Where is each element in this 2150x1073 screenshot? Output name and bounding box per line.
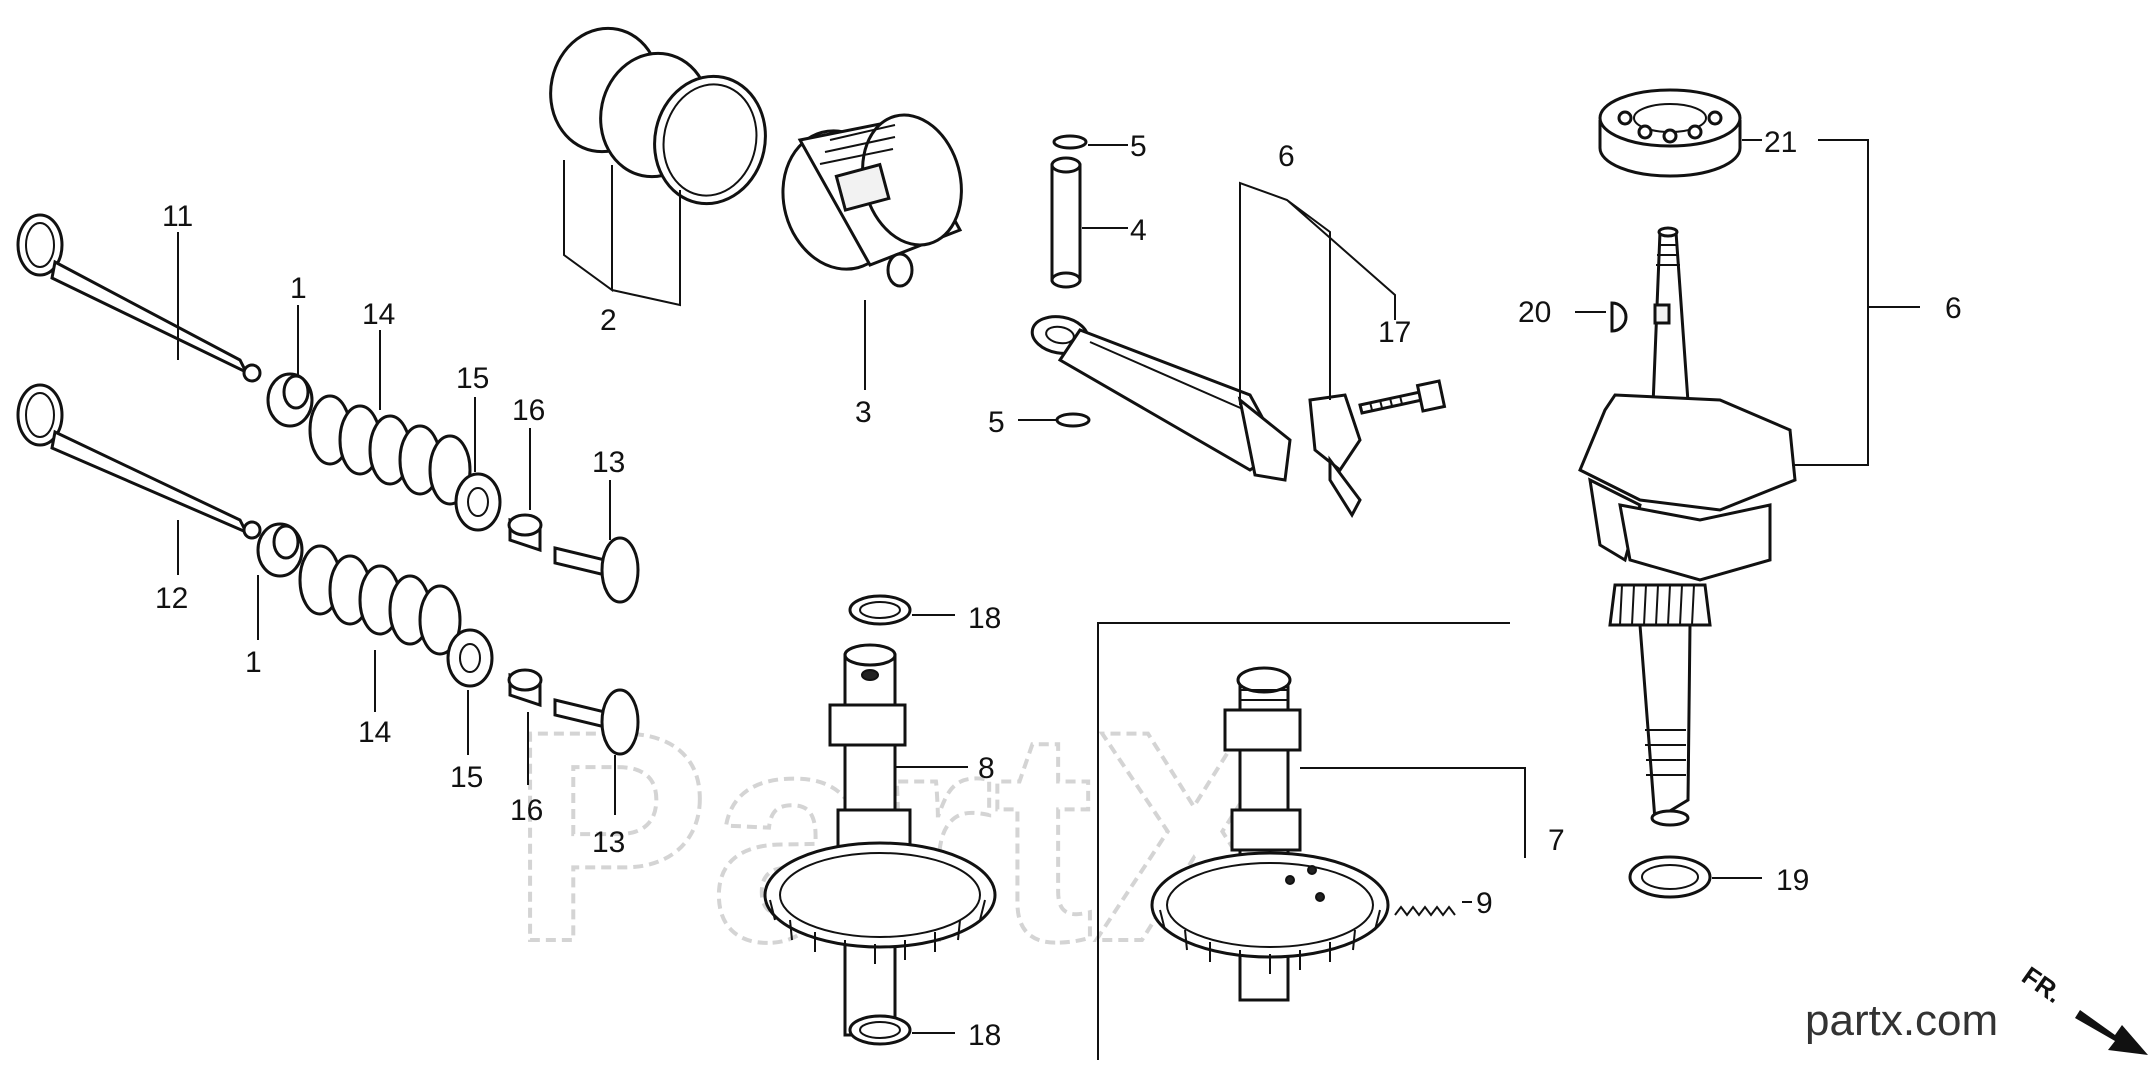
camshaft-assembly bbox=[1150, 666, 1390, 1002]
callout-16-lower: 16 bbox=[510, 794, 543, 827]
valve-collar-upper bbox=[507, 513, 543, 553]
callout-17: 17 bbox=[1378, 316, 1411, 349]
crankshaft bbox=[1578, 226, 1797, 827]
callout-15-upper: 15 bbox=[456, 362, 489, 395]
callout-7: 6 bbox=[1945, 292, 1962, 325]
callout-1-upper: 1 bbox=[290, 272, 307, 305]
leader-lines bbox=[177, 139, 1920, 1034]
front-direction-marker: FR. bbox=[2017, 960, 2148, 1055]
callout-3: 3 bbox=[855, 396, 872, 429]
callout-14-lower: 14 bbox=[358, 716, 391, 749]
tappet-upper bbox=[553, 536, 640, 604]
assembly-box-outline bbox=[1097, 622, 1510, 1060]
connecting-rod-bolt bbox=[1358, 379, 1447, 415]
piston-pin-clip-upper bbox=[1052, 134, 1088, 150]
callout-10: 9 bbox=[1476, 887, 1493, 920]
callout-14-upper: 14 bbox=[362, 298, 395, 331]
decompressor-spring bbox=[1394, 905, 1456, 917]
callout-12: 12 bbox=[155, 582, 188, 615]
oil-seal bbox=[1628, 855, 1712, 899]
fr-label: FR. bbox=[2017, 960, 2069, 1009]
spring-retainer-upper bbox=[454, 472, 502, 532]
callout-13-lower: 13 bbox=[592, 826, 625, 859]
callout-18-bottom: 18 bbox=[968, 1019, 1001, 1052]
callout-labels: 11 1 14 15 16 13 12 1 14 15 16 13 2 3 5 … bbox=[155, 126, 1962, 1052]
arrow-icon bbox=[2075, 1010, 2148, 1055]
callout-8: 7 bbox=[1548, 824, 1565, 857]
crankshaft-bearing bbox=[1598, 88, 1742, 178]
valve-spring-upper bbox=[308, 394, 472, 506]
piston-pin-clip-lower bbox=[1055, 412, 1091, 428]
callout-16-upper: 16 bbox=[512, 394, 545, 427]
camshaft-washer-top bbox=[848, 594, 912, 626]
connecting-rod bbox=[1030, 315, 1362, 518]
spring-retainer-lower bbox=[446, 628, 494, 688]
camshaft bbox=[763, 594, 997, 1046]
valve-lower bbox=[16, 383, 262, 540]
callout-4: 4 bbox=[1130, 214, 1147, 247]
callout-5-lower: 5 bbox=[988, 406, 1005, 439]
valve-seal-upper bbox=[266, 372, 314, 428]
callout-18-top: 18 bbox=[968, 602, 1001, 635]
callout-13-upper: 13 bbox=[592, 446, 625, 479]
callout-6: 6 bbox=[1278, 140, 1295, 173]
piston-pin bbox=[1050, 156, 1082, 289]
callout-11: 11 bbox=[162, 200, 193, 233]
callout-9: 8 bbox=[978, 752, 995, 785]
callout-1-lower: 1 bbox=[245, 646, 262, 679]
valve-collar-lower bbox=[507, 668, 543, 708]
callout-19: 19 bbox=[1776, 864, 1809, 897]
valve-spring-lower bbox=[298, 544, 462, 656]
callout-20: 20 bbox=[1518, 296, 1551, 329]
woodruff-key bbox=[1610, 301, 1628, 333]
camshaft-washer-bottom bbox=[848, 1014, 912, 1046]
site-watermark: partx.com bbox=[1805, 996, 1998, 1045]
valve-seal-lower bbox=[256, 522, 304, 578]
tappet-lower bbox=[553, 688, 640, 756]
callout-15-lower: 15 bbox=[450, 761, 483, 794]
valve-upper bbox=[16, 213, 262, 383]
callout-5-upper: 5 bbox=[1130, 130, 1147, 163]
piston-ring-set bbox=[549, 26, 767, 206]
piston bbox=[781, 113, 963, 288]
callout-2: 2 bbox=[600, 304, 617, 337]
callout-21: 21 bbox=[1764, 126, 1797, 159]
